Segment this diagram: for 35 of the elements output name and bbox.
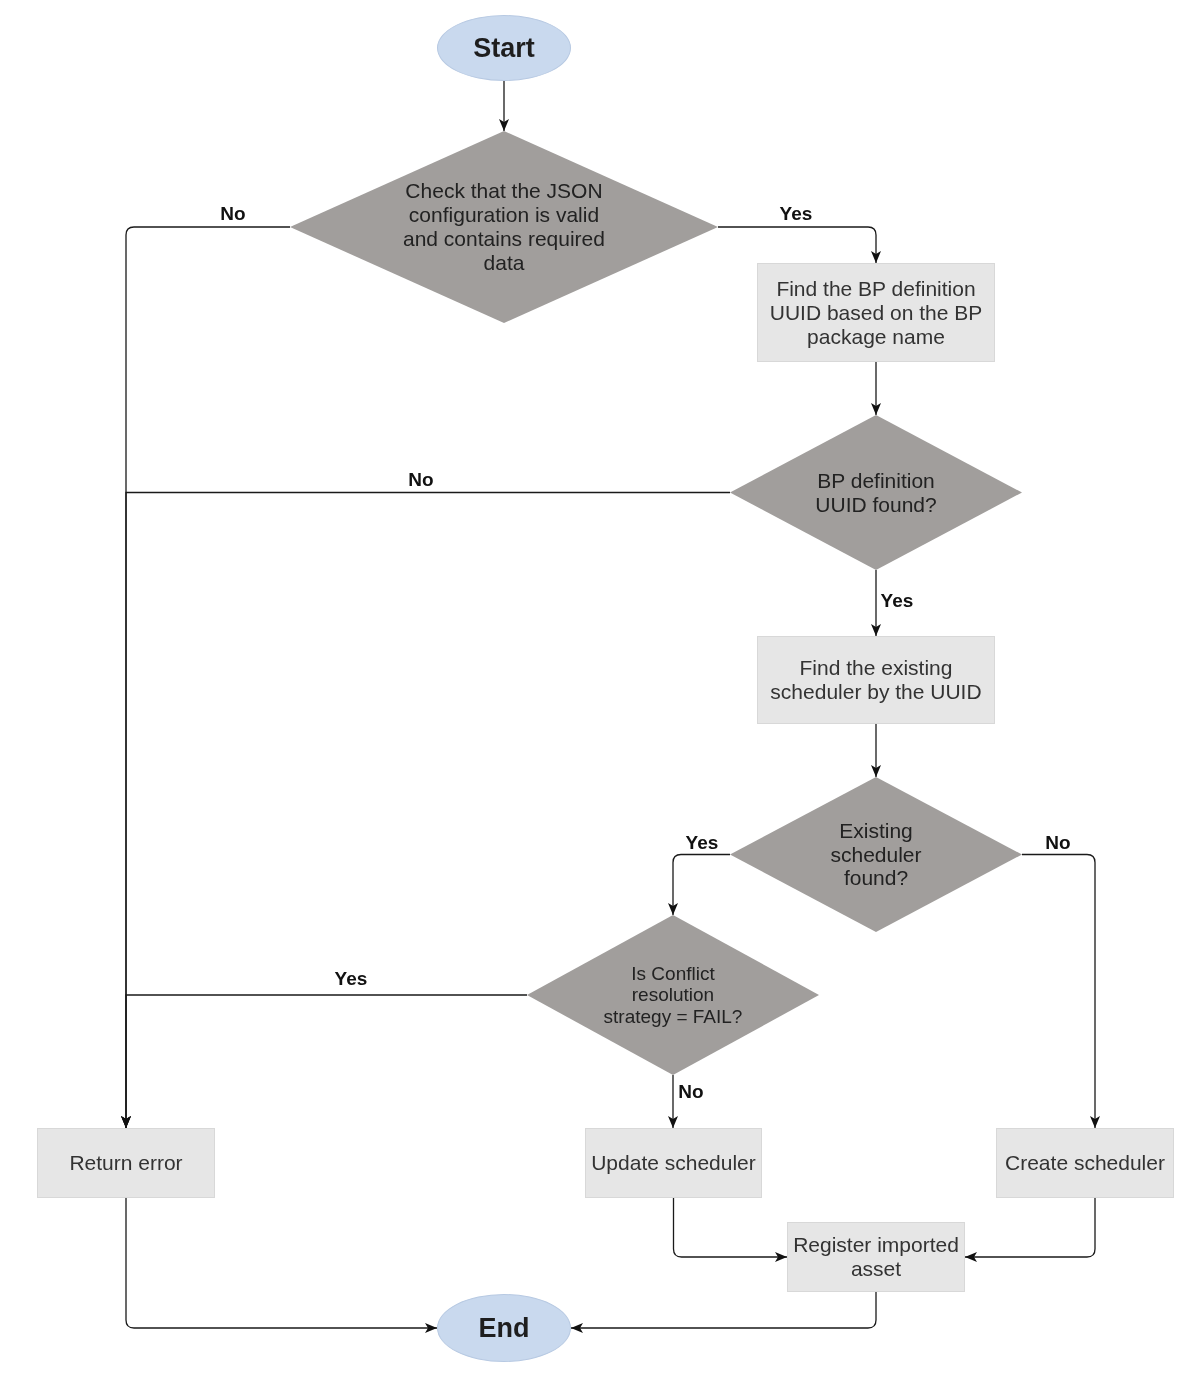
question-text: BP definition UUID found? [814, 468, 938, 517]
arrow [668, 1074, 678, 1129]
process-box [996, 1128, 1174, 1198]
process-box [37, 1128, 215, 1198]
decision-diamond [730, 777, 1022, 932]
process-box [757, 263, 995, 362]
decision-diamond [290, 131, 718, 323]
arrow [121, 994, 528, 1129]
process-box [787, 1222, 965, 1292]
step-text: Return error [69, 1151, 183, 1175]
arrow [125, 1197, 438, 1333]
terminal-label: End [478, 1312, 530, 1344]
step-text: Find the BP definition UUID based on the BP package name [768, 276, 984, 349]
arrow [1021, 853, 1100, 1129]
step-text: Create scheduler [1005, 1151, 1165, 1175]
step-text: Register imported asset [792, 1233, 960, 1281]
arrow [964, 1197, 1096, 1262]
arrow [672, 1197, 788, 1262]
process-box [585, 1128, 762, 1198]
step-text: Find the existing scheduler by the UUID [769, 656, 983, 704]
arrow [717, 226, 881, 264]
decision-diamond [730, 415, 1022, 570]
step-text: Update scheduler [591, 1151, 756, 1175]
question-text: Existing scheduler found? [829, 819, 923, 890]
question-text: Check that the JSON configuration is valid and contains required data [402, 179, 606, 275]
terminal-label: Start [473, 32, 535, 64]
arrow [871, 723, 881, 778]
arrow [871, 361, 881, 416]
question-text: Is Conflict resolution strategy = FAIL? [602, 962, 744, 1028]
decision-diamond [527, 915, 819, 1075]
process-box [757, 636, 995, 724]
arrow [570, 1291, 877, 1333]
arrow [668, 853, 731, 916]
arrow [871, 569, 881, 637]
arrow [499, 80, 509, 132]
